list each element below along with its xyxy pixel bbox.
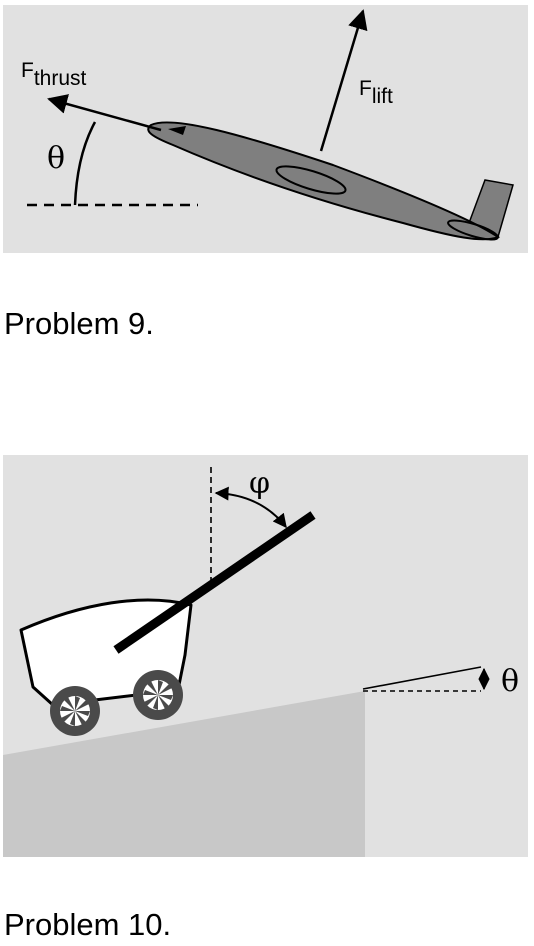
theta-label: θ [47, 141, 65, 176]
theta-angle-arc [73, 121, 97, 206]
lift-arrow [319, 9, 368, 152]
problem-10-figure: φ θ [3, 455, 528, 857]
airplane-cockpit [168, 126, 186, 135]
problem-9-figure: Fthrust Flift θ [3, 5, 528, 253]
airplane-fuselage [147, 121, 501, 241]
inclined-ground [3, 691, 365, 857]
theta-label: θ [501, 664, 519, 699]
airplane-tail-stabilizer [447, 219, 499, 241]
cart-pendulum-diagram: φ θ [3, 466, 519, 857]
phi-angle-arc [214, 486, 287, 529]
lift-label: Flift [359, 77, 393, 108]
problem-10-caption: Problem 10. [4, 907, 172, 942]
problem-9-caption: Problem 9. [4, 306, 154, 341]
phi-label: φ [249, 466, 270, 501]
thrust-label: Fthrust [21, 59, 87, 90]
cart-wheel-left [50, 686, 100, 736]
airplane-wing [275, 165, 347, 195]
thrust-arrow [47, 94, 162, 132]
airplane-diagram: Fthrust Flift θ [21, 9, 514, 241]
cart-wheel-right [133, 670, 183, 720]
pendulum-rod [113, 511, 316, 654]
slope-extension-line [362, 666, 482, 690]
